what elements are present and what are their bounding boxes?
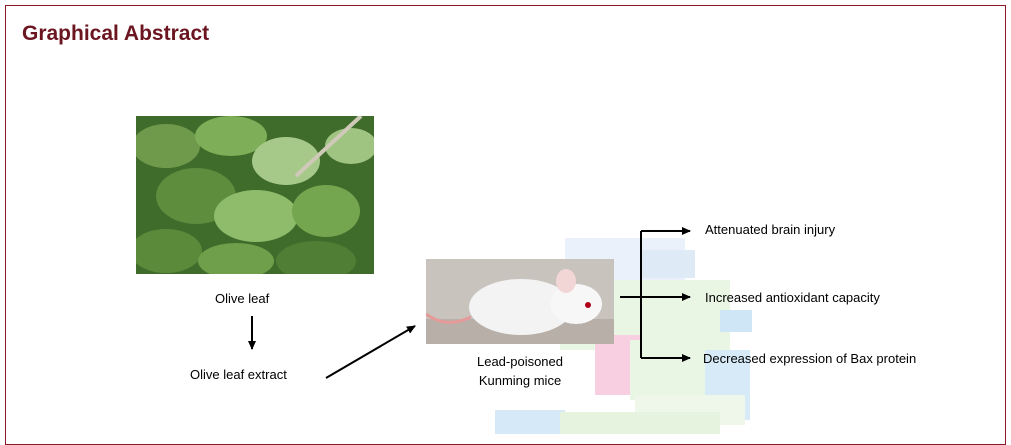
- mice-label-line1: Lead-poisoned: [450, 352, 590, 371]
- mice-label-line2: Kunming mice: [450, 371, 590, 390]
- olive-leaf-label: Olive leaf: [215, 289, 269, 308]
- outcome-increased-antioxidant: Increased antioxidant capacity: [705, 288, 880, 307]
- mice-label: Lead-poisoned Kunming mice: [450, 352, 590, 390]
- arrow-extract-to-mice: [326, 326, 415, 378]
- extract-label: Olive leaf extract: [190, 365, 287, 384]
- outcome-attenuated-brain-injury: Attenuated brain injury: [705, 220, 835, 239]
- outcome-decreased-bax: Decreased expression of Bax protein: [703, 349, 916, 368]
